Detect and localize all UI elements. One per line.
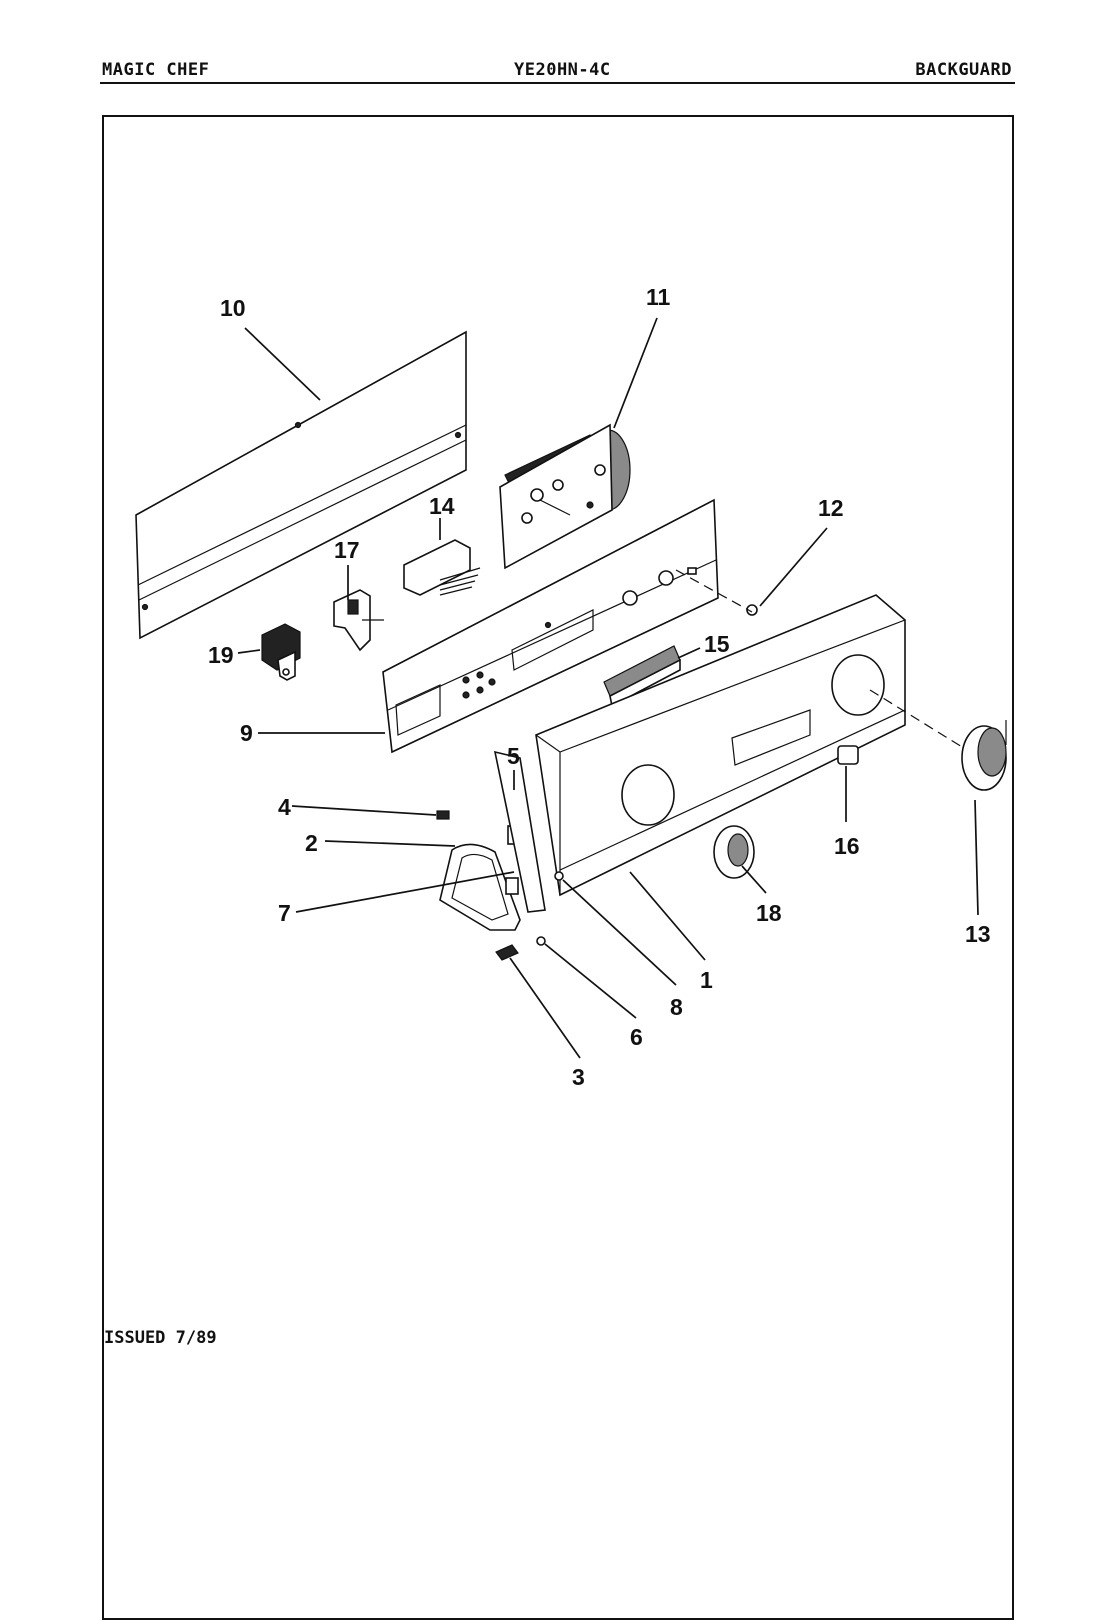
alignment-line-12 (675, 569, 753, 613)
part-12-screw (746, 604, 758, 616)
callout-1: 1 (700, 967, 713, 993)
part-5-trim-strip (493, 750, 546, 913)
leader-lines (237, 317, 979, 1059)
part-17-switch (333, 589, 384, 652)
part-8-screw (554, 871, 564, 881)
part-16-small-knob (837, 745, 859, 765)
section-title: BACKGUARD (915, 60, 1012, 80)
callout-5: 5 (507, 743, 520, 769)
brand-title: MAGIC CHEF (102, 60, 210, 80)
callout-19: 19 (208, 642, 234, 668)
issued-date: ISSUED 7/89 (104, 1328, 217, 1348)
callout-2: 2 (305, 830, 318, 856)
callout-16: 16 (834, 833, 860, 859)
callout-14: 14 (429, 493, 455, 519)
callout-4: 4 (278, 794, 291, 820)
part-9-control-panel (382, 498, 719, 754)
part-10-rear-panel (135, 330, 467, 640)
callout-10: 10 (220, 295, 246, 321)
callout-3: 3 (572, 1064, 585, 1090)
alignment-line-13 (869, 689, 976, 756)
callout-9: 9 (240, 720, 253, 746)
part-4-clip (436, 810, 450, 820)
part-3-foot-clip (495, 944, 519, 961)
callout-13: 13 (965, 921, 991, 947)
part-18-knob (713, 825, 755, 879)
callout-11: 11 (646, 284, 671, 310)
exploded-parts-diagram: 10 11 14 12 17 19 15 9 5 4 2 16 7 18 13 … (135, 284, 1007, 1090)
part-19-relay-bracket (261, 623, 301, 681)
part-14-terminal-block (403, 539, 481, 596)
callout-17: 17 (334, 537, 360, 563)
part-15-indicator-lens (603, 645, 681, 708)
callout-18: 18 (756, 900, 782, 926)
callout-15: 15 (704, 631, 730, 657)
callout-8: 8 (670, 994, 683, 1020)
part-1-backguard-shell (535, 594, 906, 897)
header-rule (100, 82, 1015, 84)
callout-6: 6 (630, 1024, 643, 1050)
part-11-timer-module (499, 423, 631, 570)
part-2-end-cap (439, 843, 521, 931)
part-6-screw (536, 936, 546, 946)
model-number: YE20HN-4C (514, 60, 611, 80)
part-13-knob (961, 720, 1007, 791)
callout-7: 7 (278, 900, 291, 926)
callout-12: 12 (818, 495, 844, 521)
